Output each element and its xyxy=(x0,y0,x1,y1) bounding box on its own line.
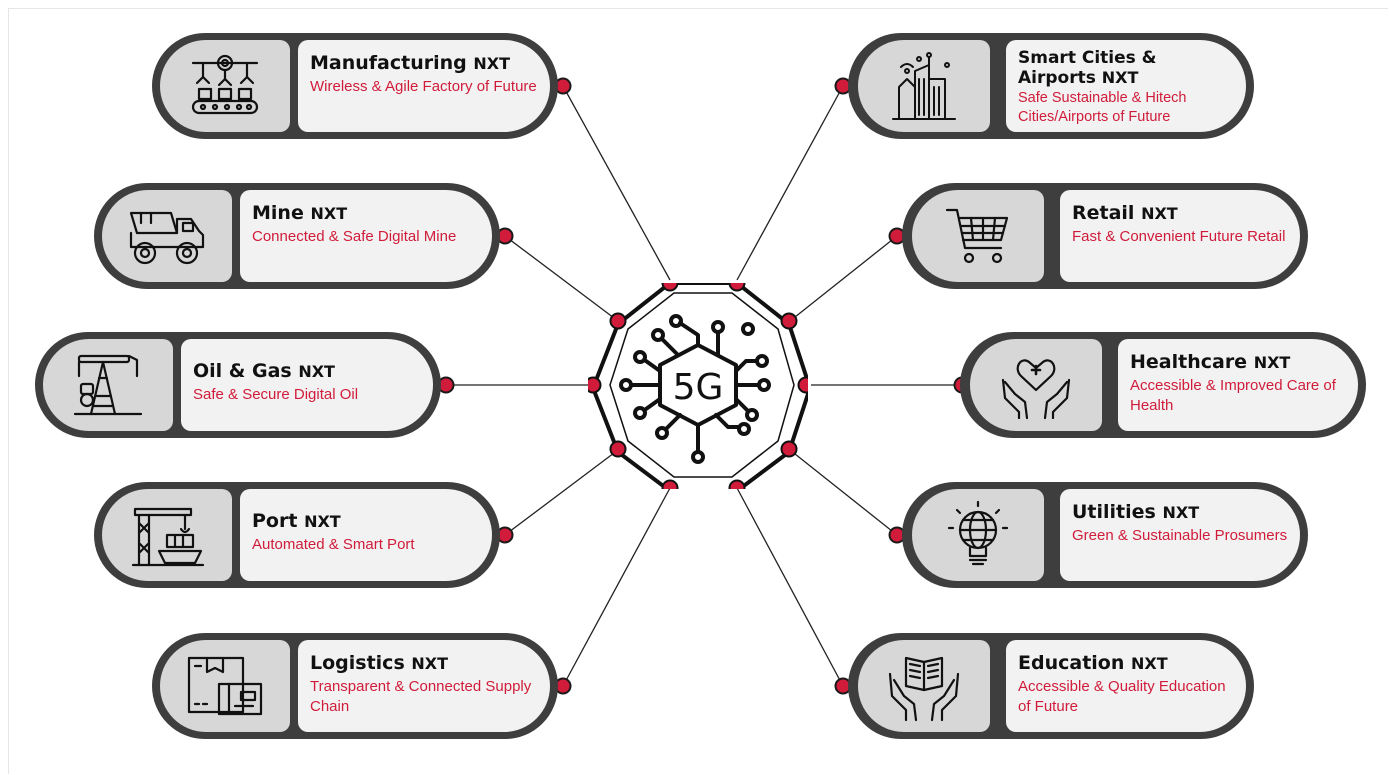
nxt-suffix: NXT xyxy=(473,54,511,73)
node-subtitle: Green & Sustainable Prosumers xyxy=(1072,527,1288,544)
node-education: Education NXT Accessible & Quality Educa… xyxy=(848,633,1254,739)
node-title: Utilities xyxy=(1072,501,1156,523)
globe-bulb-icon xyxy=(912,489,1044,581)
node-mine: Mine NXT Connected & Safe Digital Mine xyxy=(94,183,500,289)
node-education-text: Education NXT Accessible & Quality Educa… xyxy=(1006,640,1246,732)
node-port-text: Port NXT Automated & Smart Port xyxy=(240,489,492,581)
node-subtitle: Safe & Secure Digital Oil xyxy=(193,386,359,403)
center-5g-label: 5G xyxy=(673,367,724,408)
nxt-suffix: NXT xyxy=(298,362,335,381)
node-utilities: Utilities NXT Green & Sustainable Prosum… xyxy=(902,482,1308,588)
node-smart-cities-text: Smart Cities & Airports NXT Safe Sustain… xyxy=(1006,40,1246,132)
frame-border xyxy=(8,8,1388,774)
node-healthcare: Healthcare NXT Accessible & Improved Car… xyxy=(960,332,1366,438)
nxt-suffix: NXT xyxy=(1101,68,1139,87)
nxt-suffix: NXT xyxy=(304,512,341,531)
node-manufacturing-text: Manufacturing NXT Wireless & Agile Facto… xyxy=(298,40,550,132)
mining-truck-icon xyxy=(102,190,232,282)
node-port: Port NXT Automated & Smart Port xyxy=(94,482,500,588)
node-logistics: Logistics NXT Transparent & Connected Su… xyxy=(152,633,558,739)
hands-book-icon xyxy=(858,640,990,732)
node-subtitle: Transparent & Connected Supply Chain xyxy=(310,678,532,715)
node-mine-text: Mine NXT Connected & Safe Digital Mine xyxy=(240,190,492,282)
node-subtitle: Fast & Convenient Future Retail xyxy=(1072,228,1286,245)
nxt-suffix: NXT xyxy=(310,204,348,223)
node-subtitle: Safe Sustainable & Hitech Cities/Airport… xyxy=(1018,90,1187,125)
node-subtitle: Accessible & Quality Education of Future xyxy=(1018,678,1226,715)
node-retail: Retail NXT Fast & Convenient Future Reta… xyxy=(902,183,1308,289)
nxt-suffix: NXT xyxy=(1162,503,1200,522)
node-title: Logistics xyxy=(310,652,405,674)
node-utilities-text: Utilities NXT Green & Sustainable Prosum… xyxy=(1060,489,1300,581)
node-healthcare-text: Healthcare NXT Accessible & Improved Car… xyxy=(1118,339,1358,431)
node-title: Healthcare xyxy=(1130,351,1248,373)
node-title: Smart Cities & Airports xyxy=(1018,48,1157,88)
node-title: Education xyxy=(1018,652,1125,674)
nxt-suffix: NXT xyxy=(1141,204,1178,223)
node-retail-text: Retail NXT Fast & Convenient Future Reta… xyxy=(1060,190,1300,282)
node-logistics-text: Logistics NXT Transparent & Connected Su… xyxy=(298,640,550,732)
node-title: Oil & Gas xyxy=(193,360,292,382)
node-oil-gas: Oil & Gas NXT Safe & Secure Digital Oil xyxy=(35,332,441,438)
nxt-suffix: NXT xyxy=(411,654,449,673)
node-subtitle: Accessible & Improved Care of Health xyxy=(1130,377,1336,414)
node-subtitle: Connected & Safe Digital Mine xyxy=(252,228,457,245)
node-title: Manufacturing xyxy=(310,52,467,74)
node-title: Mine xyxy=(252,202,304,224)
package-boxes-icon xyxy=(160,640,290,732)
node-title: Port xyxy=(252,510,298,532)
node-manufacturing: Manufacturing NXT Wireless & Agile Facto… xyxy=(152,33,558,139)
node-smart-cities: Smart Cities & Airports NXT Safe Sustain… xyxy=(848,33,1254,139)
nxt-suffix: NXT xyxy=(1253,353,1291,372)
oil-pump-icon xyxy=(43,339,173,431)
shopping-cart-icon xyxy=(912,190,1044,282)
node-subtitle: Wireless & Agile Factory of Future xyxy=(310,78,537,95)
smart-city-buildings-icon xyxy=(858,40,990,132)
node-subtitle: Automated & Smart Port xyxy=(252,536,415,553)
node-title: Retail xyxy=(1072,202,1135,224)
nxt-suffix: NXT xyxy=(1131,654,1168,673)
node-oil-gas-text: Oil & Gas NXT Safe & Secure Digital Oil xyxy=(181,339,433,431)
hands-heart-icon xyxy=(970,339,1102,431)
center-5g-hub: 5G xyxy=(588,283,808,489)
port-crane-ship-icon xyxy=(102,489,232,581)
factory-robot-arm-icon xyxy=(160,40,290,132)
